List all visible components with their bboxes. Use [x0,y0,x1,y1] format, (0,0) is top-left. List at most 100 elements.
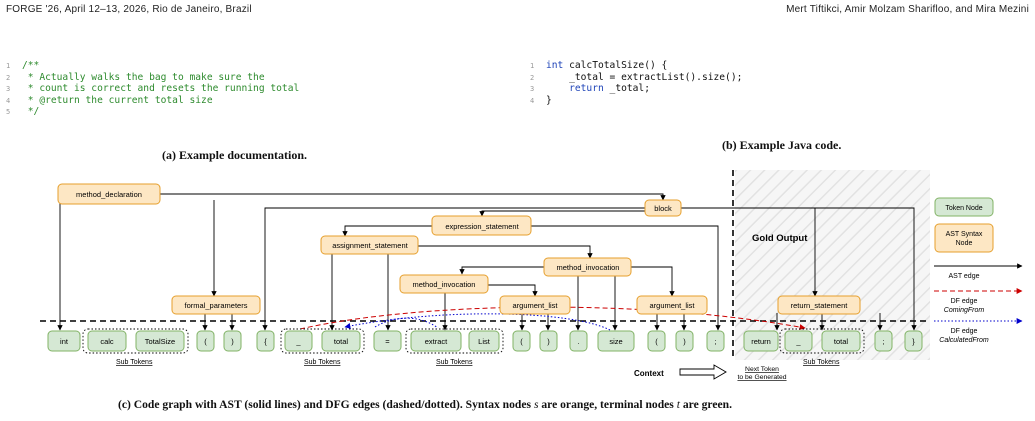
code-text: * @return the current total size [22,94,213,106]
token-node: return [743,330,779,352]
syntax-node-argument-list: argument_list [636,295,708,315]
syntax-node-label: block [654,204,672,213]
sub-tokens-label: Sub Tokens [304,359,341,366]
token-label: ( [204,337,207,346]
caption-a: (a) Example documentation. [162,148,307,162]
syntax-node-label: argument_list [512,301,558,310]
token-label: } [912,337,915,346]
code-line: 3 return _total; [530,83,742,95]
syntax-node-formal-parameters: formal_parameters [171,295,261,315]
token-node: extract [410,330,462,352]
syntax-node-label: assignment_statement [332,241,408,250]
syntax-node-label: method_invocation [413,280,476,289]
token-label: ( [520,337,523,346]
token-label: ( [655,337,658,346]
legend-label: ComingFrom [944,307,985,314]
df-edge-calculated-from [374,317,439,329]
code-line: 5 */ [6,106,299,118]
token-label: ) [231,337,234,346]
legend-label: AST edge [948,273,979,280]
gold-output-label: Gold Output [752,233,808,244]
syntax-node-method-declaration: method_declaration [57,183,161,205]
code-text: * Actually walks the bag to make sure th… [22,71,265,83]
code-text: /** [22,60,40,71]
token-node: ( [647,330,666,352]
token-node: ) [223,330,242,352]
token-label: { [264,337,267,346]
caption-c: (c) Code graph with AST (solid lines) an… [118,398,732,411]
line-number: 4 [6,96,11,105]
df-edge-coming-from [299,306,806,330]
token-label: . [577,337,579,346]
token-node: size [597,330,635,352]
token-label: int [60,337,69,346]
line-number: 1 [6,62,11,70]
token-node: List [468,330,500,352]
syntax-node-return-statement: return_statement [777,295,861,315]
sub-token-group [779,328,865,354]
token-node: TotalSize [135,330,185,352]
gold-output-area [735,170,930,360]
sub-token-group [405,328,504,354]
token-node: _ [284,330,313,352]
context-label: Context [634,369,664,378]
syntax-node-label: method_invocation [557,263,620,272]
token-node: ) [539,330,558,352]
token-label: _ [795,337,801,346]
legend-label: DF edge [951,328,978,335]
legend-token-node: Token Node [934,197,994,217]
code-text: * count is correct and resets the runnin… [22,83,300,94]
token-label: ) [683,337,686,346]
code-line: 2 * Actually walks the bag to make sure … [6,72,299,84]
syntax-node-label: formal_parameters [185,301,248,310]
legend-label: DF edge [951,298,978,305]
syntax-node-assignment-statement: assignment_statement [320,235,419,255]
running-header-right: Mert Tiftikci, Amir Molzam Sharifloo, an… [786,4,1029,15]
sub-token-group [280,328,365,354]
token-node: int [47,330,81,352]
syntax-node-label: expression_statement [445,222,519,231]
context-arrow-icon [679,364,727,380]
token-node: total [321,330,361,352]
syntax-node-argument-list: argument_list [499,295,571,315]
syntax-node-expression-statement: expression_statement [431,215,532,236]
running-header-left: FORGE '26, April 12–13, 2026, Rio de Jan… [6,4,252,15]
documentation-code-block: 1 /** 2 * Actually walks the bag to make … [6,60,299,118]
token-node: = [373,330,402,352]
line-number: 4 [530,96,535,105]
legend-label: CalculatedFrom [939,337,989,344]
sub-token-group [82,328,189,354]
token-node: . [569,330,588,352]
legend-ast-edge: AST edge [934,263,1023,280]
code-text: } [546,94,552,106]
caption-math-s: s [533,398,539,411]
line-number: 5 [6,108,11,116]
syntax-node-method-invocation: method_invocation [543,257,632,277]
token-node: ) [675,330,694,352]
token-node: ( [512,330,531,352]
ast-edges [57,193,917,331]
code-keyword: int [546,60,564,71]
caption-math-t: t [676,398,680,411]
token-node: ( [196,330,215,352]
caption-text: are green. [679,398,732,411]
legend-label: Node [956,240,973,247]
code-text: _total; [603,83,650,94]
caption-b: (b) Example Java code. [722,138,842,152]
legend-label: Token Node [945,205,982,212]
line-number: 3 [530,85,535,93]
token-node: _ [784,330,813,352]
token-label: ) [547,337,550,346]
code-line: 3 * count is correct and resets the runn… [6,83,299,95]
token-label: size [609,337,622,346]
caption-text: are orange, terminal nodes [538,398,677,411]
syntax-node-block: block [644,199,682,217]
code-line: 2 _total = extractList().size(); [530,72,742,84]
sub-tokens-label: Sub Tokens [436,359,473,366]
line-number: 2 [6,73,11,82]
